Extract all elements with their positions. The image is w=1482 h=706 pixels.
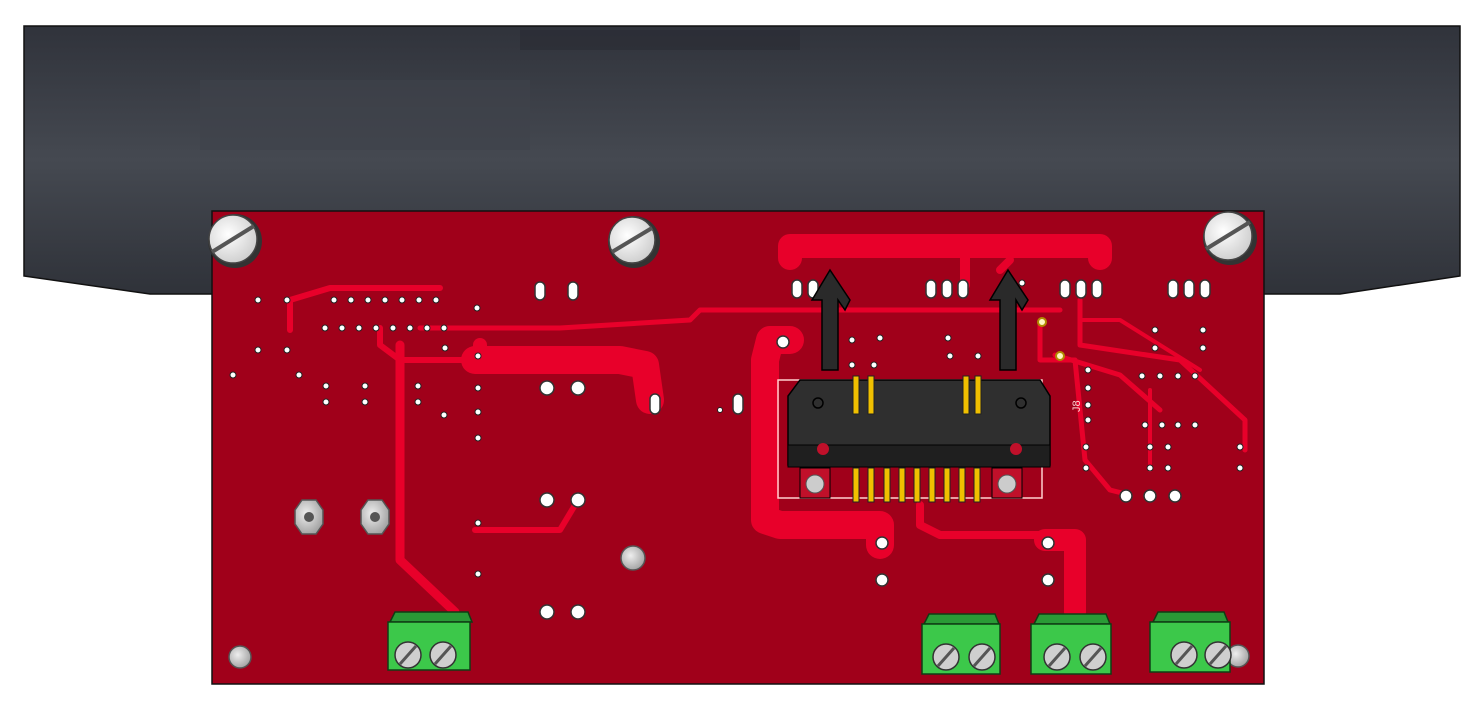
- vias: [229, 279, 1244, 578]
- slotted-screw-icon: [1203, 211, 1257, 265]
- screw-terminal-icon: [1149, 611, 1232, 673]
- hex-standoff-left: [294, 499, 324, 535]
- copper-traces: [287, 234, 1248, 623]
- slotted-screw-icon: [608, 216, 660, 268]
- hex-standoff-right: [360, 499, 390, 535]
- screw-terminal-icon: [921, 613, 1001, 675]
- screw-terminal-icon: [1030, 613, 1112, 675]
- slotted-screw-icon: [208, 214, 262, 268]
- slot-pads: [534, 279, 1211, 415]
- screw-terminal-icon: [387, 611, 474, 671]
- mounting-holes: [228, 545, 1250, 669]
- silkscreen-label: J8: [1071, 400, 1083, 412]
- pcb-board: [211, 210, 1265, 685]
- ribbon-header-icon: [777, 268, 1051, 503]
- through-hole-pads: [539, 335, 1182, 620]
- gold-vias: [1037, 317, 1065, 361]
